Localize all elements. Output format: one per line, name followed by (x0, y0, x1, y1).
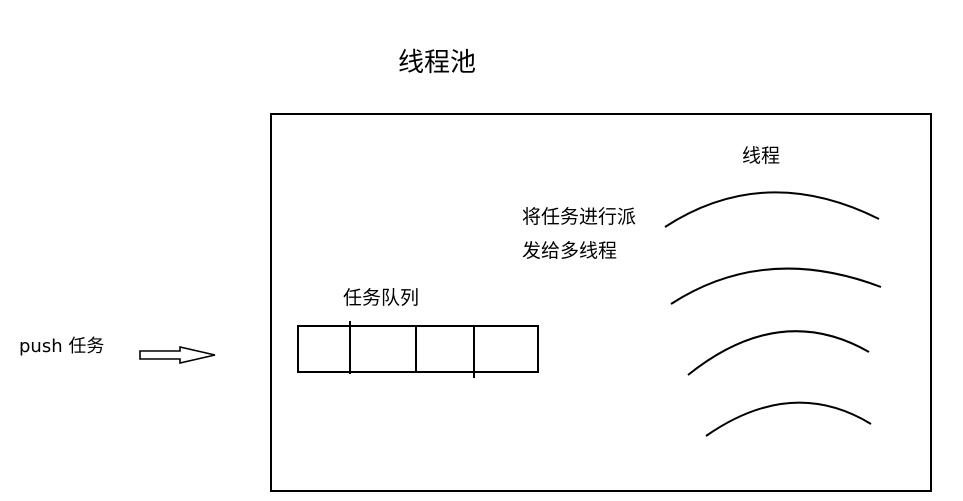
push-task-label: push 任务 (19, 336, 105, 357)
thread-pool-box (270, 113, 932, 492)
dispatch-text-line: 将任务进行派 (522, 206, 637, 228)
right-arrow-icon (139, 345, 216, 365)
thread-label: 线程 (742, 145, 781, 167)
task-queue-outline (297, 325, 539, 373)
task-queue (297, 321, 539, 378)
thread-curve (687, 330, 870, 376)
thread-curve (670, 267, 882, 305)
diagram-title: 线程池 (398, 48, 477, 78)
task-queue-label: 任务队列 (343, 287, 420, 309)
thread-curve (664, 191, 880, 228)
dispatch-text-line: 发给多线程 (522, 240, 618, 262)
thread-curve (705, 401, 872, 437)
